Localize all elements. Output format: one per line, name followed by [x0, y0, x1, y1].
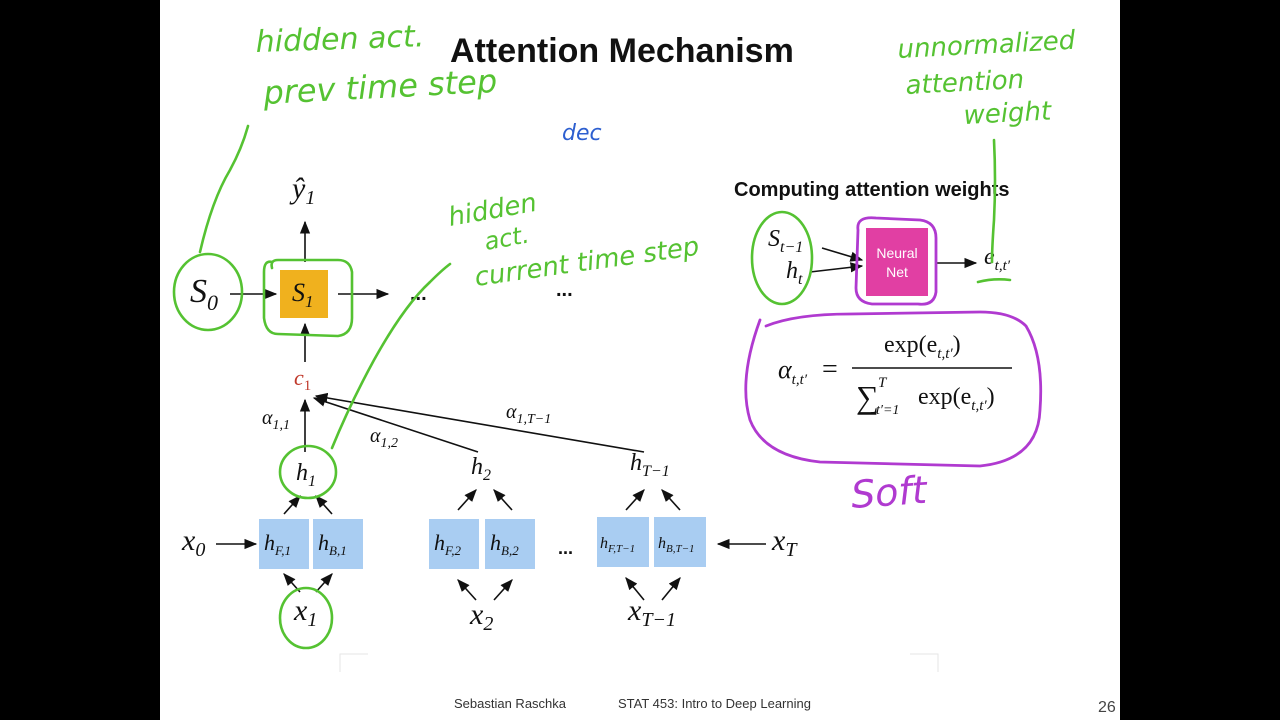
s0-circle-ink	[172, 252, 244, 332]
decoder-s1-box	[280, 270, 328, 318]
hB2-box	[485, 519, 535, 569]
xT-1-label: xT−1	[627, 594, 676, 631]
formula-denominator: exp(et,t′)	[918, 384, 995, 414]
formula-sum-sign: ∑	[856, 379, 879, 415]
slide-title: Attention Mechanism	[450, 32, 794, 70]
hFT-label: hF,T−1	[600, 535, 635, 555]
hT-attention-arrow	[314, 392, 645, 453]
note-unnormalized: unnormalized	[897, 26, 1077, 65]
h2-label: h2	[471, 454, 491, 484]
x2-to-hF2-arrow	[457, 579, 477, 601]
x1-label: x1	[293, 594, 317, 631]
note-dec: dec	[562, 121, 602, 146]
hB1-label: hB,1	[318, 530, 347, 558]
formula-circle-ink	[744, 310, 1043, 468]
h-input-label: ht	[786, 258, 803, 288]
alpha-1-T-1: α1,T−1	[506, 401, 551, 427]
attention-weights-heading: Computing attention weights	[734, 179, 1010, 201]
magenta-ink-annotations: Soft	[744, 216, 1043, 517]
hF2-box	[429, 519, 479, 569]
page-number: 26	[1098, 699, 1116, 716]
h-input-arrow	[809, 262, 864, 273]
s-input-label: St−1	[768, 226, 803, 256]
neural-net-circle-ink	[854, 216, 938, 306]
hB2-to-h2-arrow	[493, 489, 513, 511]
h1-label: h1	[296, 460, 316, 490]
neural-net-line2: Net	[886, 264, 908, 280]
h2-attention-arrow	[312, 396, 479, 453]
footer-course: STAT 453: Intro to Deep Learning	[618, 696, 811, 711]
s-input-arrow	[821, 247, 864, 262]
x2-label: x2	[469, 598, 493, 635]
slide-canvas: Attention Mechanism S0 S1 ... ... ŷ1 c1 …	[172, 19, 1116, 716]
placeholder-corner-right	[910, 653, 939, 672]
attention-lines: α1,1 α1,2 α1,T−1	[262, 392, 645, 453]
encoder-ellipsis: ...	[558, 538, 573, 558]
inputs-circle-ink	[750, 210, 814, 306]
slide: Attention Mechanism S0 S1 ... ... ŷ1 c1 …	[160, 0, 1120, 720]
xT1-to-hBT-arrow	[661, 577, 681, 601]
x0-label: x0	[181, 524, 205, 561]
current-step-pointer-ink	[330, 262, 452, 450]
hB1-to-h1-arrow	[315, 495, 333, 515]
hB1-box	[313, 519, 363, 569]
hF2-to-h2-arrow	[457, 489, 477, 511]
hFT-to-hT-arrow	[625, 489, 645, 511]
hFT-box	[597, 517, 649, 567]
output-y-hat: ŷ1	[289, 172, 315, 209]
formula-equals: =	[822, 354, 838, 385]
hBT-to-hT-arrow	[661, 489, 681, 511]
attention-weights-panel: Computing attention weights St−1 ht Neur…	[734, 179, 1012, 418]
xT-label: xT	[771, 524, 798, 561]
x1-to-hB1-arrow	[315, 573, 333, 593]
note-attention: attention	[905, 65, 1025, 101]
note-hidden-act: hidden act.	[255, 19, 425, 60]
alpha-1-2: α1,2	[370, 425, 398, 451]
hB2-label: hB,2	[490, 530, 519, 558]
hF1-label: hF,1	[264, 530, 291, 558]
note-softmax: Soft	[850, 468, 931, 517]
s1-circle-ink	[262, 258, 354, 338]
formula-lhs: αt,t′	[778, 355, 808, 388]
formula-sum-bottom: t′=1	[876, 403, 899, 418]
x2-to-hB2-arrow	[493, 579, 513, 601]
hBT-label: hB,T−1	[658, 535, 695, 555]
formula-numerator: exp(et,t′)	[884, 332, 961, 362]
footer-author: Sebastian Raschka	[454, 696, 567, 711]
hT-1-label: hT−1	[630, 450, 670, 480]
unnormalized-pointer-ink	[990, 138, 997, 264]
note-prev-time-step: prev time step	[261, 62, 498, 112]
context-c1: c1	[294, 365, 311, 394]
xT1-to-hFT-arrow	[625, 577, 645, 601]
neural-net-box	[866, 228, 928, 296]
neural-net-line1: Neural	[876, 245, 917, 261]
hF2-label: hF,2	[434, 530, 462, 558]
e-output-label: et,t′	[984, 244, 1011, 274]
e-underline-ink	[976, 278, 1012, 284]
alpha-1-1: α1,1	[262, 407, 290, 433]
placeholder-corner-left	[339, 653, 368, 672]
x1-circle-ink	[278, 586, 334, 650]
decoder-s0-label: S0	[190, 273, 218, 315]
note-weight: weight	[963, 96, 1053, 131]
decoder-s1-label: S1	[292, 278, 314, 311]
decoder-ellipsis-2: ...	[556, 279, 573, 301]
formula-sum-top: T	[878, 375, 888, 391]
hF1-box	[259, 519, 309, 569]
hBT-box	[654, 517, 706, 567]
hF1-to-h1-arrow	[283, 495, 301, 515]
prev-step-pointer-ink	[198, 124, 250, 254]
encoder: h1 h2 hT−1 hF,1 hB,1 hF,2 hB,2 hF,T−1 hB…	[181, 450, 798, 635]
h1-circle-ink	[278, 444, 338, 500]
